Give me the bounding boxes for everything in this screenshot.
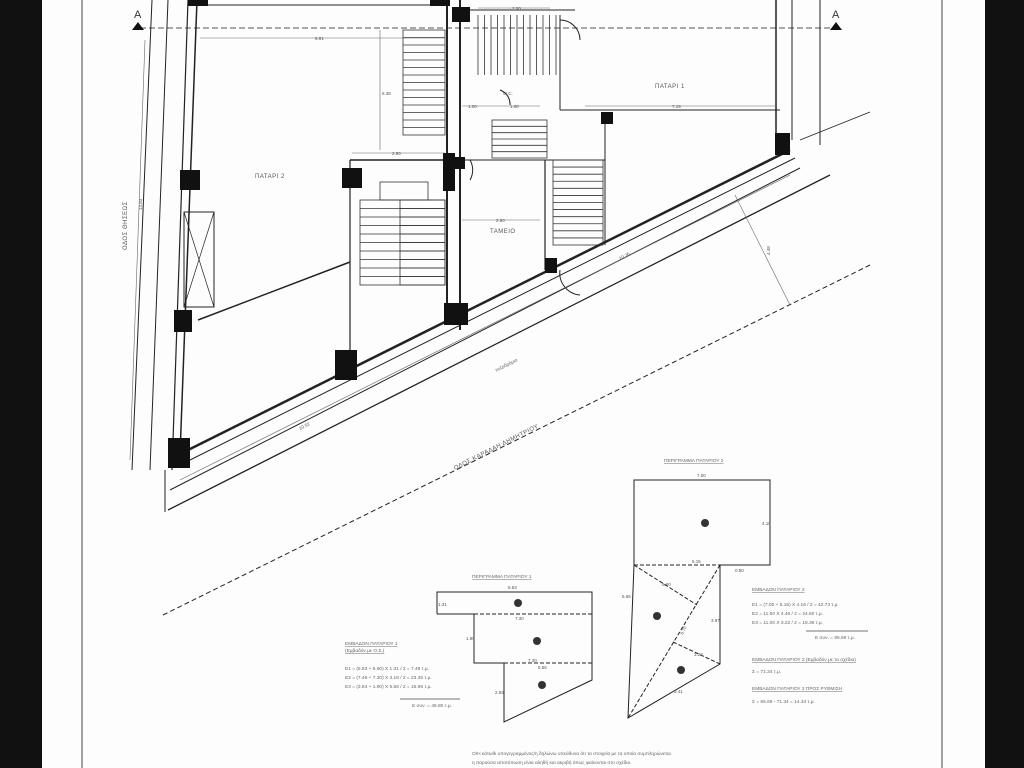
area-calculation-1: ΕΜΒΑΔΟΝ ΠΑΤΑΡΙΟΥ 1 (Εμβαδόν με Ο.Σ.) Ε1 … bbox=[345, 641, 460, 709]
room-wc: W.C. bbox=[503, 91, 513, 96]
area-2-legal-title: ΕΜΒΑΔΟΝ ΠΑΤΑΡΙΟΥ 2 (Εμβαδόν με τα σχέδια… bbox=[752, 656, 856, 663]
dim-diag-1: 10.52 bbox=[298, 421, 311, 431]
outline-patari-1: ΠΕΡΙΓΡΑΜΜΑ ΠΑΤΑΡΙΟΥ 1 5.83 1.31 7.30 7.3… bbox=[436, 574, 593, 723]
outline-2-dim: 3.41 bbox=[674, 689, 683, 694]
area-marker-3-icon: 3 bbox=[538, 681, 546, 689]
area-2-line: Ε2 = 11.00 X 4.46 / 2 = 24.60 τ.μ. bbox=[752, 611, 823, 617]
area-2-total: Ε συν. = 85.69 τ.μ. bbox=[815, 635, 855, 641]
outline-2-dim: 5.15 bbox=[692, 559, 701, 564]
area-1-line: Ε1 = (5.83 + 5.60) X 1.31 / 2 = 7.49 τ.μ… bbox=[345, 666, 429, 672]
dim-diag-2: 10.76 bbox=[618, 251, 631, 261]
room-patari-2: ΠΑΤΑΡΙ 2 bbox=[255, 174, 285, 180]
dim-height-left: 6.38 bbox=[382, 91, 391, 96]
section-line-a-a: A A bbox=[132, 9, 842, 30]
footnote-line: Ο/Η κάτωθι υπογεγραμμένος/η δηλώνω υπεύθ… bbox=[472, 750, 671, 757]
area-1-subtitle: (Εμβαδόν με Ο.Σ.) bbox=[345, 647, 385, 654]
outline-1-dim: 7.30 bbox=[528, 658, 537, 663]
street-front: ΟΔΟΣ ΚΑΡΑΔΑΗ ΔΗΜΗΤΡΙΟΥ bbox=[453, 424, 540, 472]
sheet-border bbox=[81, 0, 943, 768]
dim-wc-w2: 1.00 bbox=[510, 104, 519, 109]
outline-1-dim: 5.56 bbox=[538, 665, 547, 670]
outline-1-dim: 5.83 bbox=[508, 585, 517, 590]
outline-patari-2: ΠΕΡΙΓΡΑΜΜΑ ΠΑΤΑΡΙΟΥ 2 7.00 4.16 5.15 0.8… bbox=[622, 458, 771, 719]
room-labels: ΠΑΤΑΡΙ 1 ΠΑΤΑΡΙ 2 ΤΑΜΕΙΟ W.C. bbox=[255, 84, 685, 235]
dim-patari1-width: 7.15 bbox=[672, 104, 681, 109]
area-calculation-2: ΕΜΒΑΔΟΝ ΠΑΤΑΡΙΟΥ 2 Ε1 = (7.00 + 5.15) X … bbox=[752, 587, 868, 705]
section-arrow-right-icon bbox=[830, 22, 842, 30]
outline-2-title: ΠΕΡΙΓΡΑΜΜΑ ΠΑΤΑΡΙΟΥ 2 bbox=[664, 458, 724, 464]
area-1-line: Ε3 = (3.84 + 1.90) X 5.56 / 2 = 15.96 τ.… bbox=[345, 684, 432, 690]
footnote-line: η παρούσα αποτύπωση είναι αληθή και ακρι… bbox=[472, 759, 632, 766]
area-2-legal-value: Σ = 71.34 τ.μ. bbox=[752, 669, 781, 675]
outline-1-dim: 2.84 bbox=[495, 690, 504, 695]
dim-top-width: 6.91 bbox=[315, 36, 324, 41]
stair-flight bbox=[379, 181, 429, 201]
section-arrow-left-icon bbox=[132, 22, 144, 30]
section-label-left: A bbox=[134, 9, 142, 21]
outline-2-dim: 6.70 bbox=[679, 625, 687, 636]
area-2-reg-title: ΕΜΒΑΔΟΝ ΠΑΤΑΡΙΟΥ 2 ΠΡΟΣ ΡΥΘΜΙΣΗ bbox=[752, 686, 843, 692]
area-2-line: Ε3 = 11.00 X 3.22 / 2 = 18.36 τ.μ. bbox=[752, 620, 823, 626]
area-1-total: Ε συν. = 46.80 τ.μ. bbox=[412, 703, 452, 709]
marker-label: 2 bbox=[536, 639, 539, 645]
area-marker-3-icon: 3 bbox=[677, 666, 685, 674]
outline-1-dim: 1.31 bbox=[438, 602, 447, 607]
marker-label: 1 bbox=[517, 601, 520, 607]
dim-tameio-w: 2.90 bbox=[496, 218, 505, 223]
room-patari-1: ΠΑΤΑΡΙ 1 bbox=[655, 84, 685, 90]
dimension-labels: 6.91 2.00 6.38 7.15 1.00 1.00 2.90 2.90 … bbox=[138, 6, 771, 431]
sidewalk-label: πεζοδρόμιο bbox=[494, 356, 519, 373]
dimension-lines bbox=[129, 7, 791, 481]
outline-2-dim: 5.60 bbox=[662, 582, 671, 587]
outline-2-dim: 7.00 bbox=[697, 473, 706, 478]
area-marker-2-icon: 2 bbox=[533, 637, 541, 645]
dim-wc-w1: 1.00 bbox=[468, 104, 477, 109]
outline-2-dim: 3.22 bbox=[694, 652, 703, 657]
dim-stair-top: 2.00 bbox=[512, 6, 521, 11]
street-labels: ΟΔΟΣ ΘΗΣΕΩΣ ΟΔΟΣ ΚΑΡΑΔΑΗ ΔΗΜΗΤΡΙΟΥ πεζοδ… bbox=[123, 201, 540, 472]
outline-2-dim: 6.65 bbox=[622, 594, 631, 599]
outline-1-dim: 7.30 bbox=[515, 616, 524, 621]
area-marker-2-icon: 2 bbox=[653, 612, 661, 620]
dim-depth-right: 4.48 bbox=[766, 246, 771, 255]
area-2-reg-value: Σ = 85.69 - 71.34 = 14.34 τ.μ. bbox=[752, 699, 815, 705]
section-label-right: A bbox=[832, 9, 840, 21]
drawing-sheet bbox=[42, 0, 985, 768]
street-left: ΟΔΟΣ ΘΗΣΕΩΣ bbox=[123, 201, 129, 250]
area-marker-1-icon: 1 bbox=[701, 519, 709, 527]
area-1-title: ΕΜΒΑΔΟΝ ΠΑΤΑΡΙΟΥ 1 bbox=[345, 641, 398, 647]
marker-label: 1 bbox=[704, 521, 707, 527]
outline-2-dim: 4.16 bbox=[762, 521, 771, 526]
outline-1-dim: 1.85 bbox=[466, 636, 475, 641]
dim-left-length: 13.83 bbox=[138, 198, 143, 210]
footnote: Ο/Η κάτωθι υπογεγραμμένος/η δηλώνω υπεύθ… bbox=[472, 750, 671, 766]
outline-2-dim: 3.97 bbox=[711, 618, 720, 623]
area-marker-1-icon: 1 bbox=[514, 599, 522, 607]
marker-label: 3 bbox=[680, 668, 683, 674]
area-2-title: ΕΜΒΑΔΟΝ ΠΑΤΑΡΙΟΥ 2 bbox=[752, 587, 805, 593]
marker-label: 2 bbox=[656, 614, 659, 620]
columns bbox=[168, 0, 790, 468]
marker-label: 3 bbox=[541, 683, 544, 689]
area-2-line: Ε1 = (7.00 + 5.15) X 4.16 / 2 = 42.73 τ.… bbox=[752, 602, 839, 608]
dim-patari2-inner: 2.90 bbox=[392, 151, 401, 156]
stairs bbox=[359, 15, 604, 286]
area-1-line: Ε2 = (7.48 + 7.30) X 3.16 / 2 = 23.35 τ.… bbox=[345, 675, 432, 681]
outline-2-dim: 0.80 bbox=[735, 568, 744, 573]
room-tameio: ΤΑΜΕΙΟ bbox=[490, 229, 516, 235]
walls bbox=[131, 0, 871, 616]
outline-1-title: ΠΕΡΙΓΡΑΜΜΑ ΠΑΤΑΡΙΟΥ 1 bbox=[472, 574, 532, 580]
